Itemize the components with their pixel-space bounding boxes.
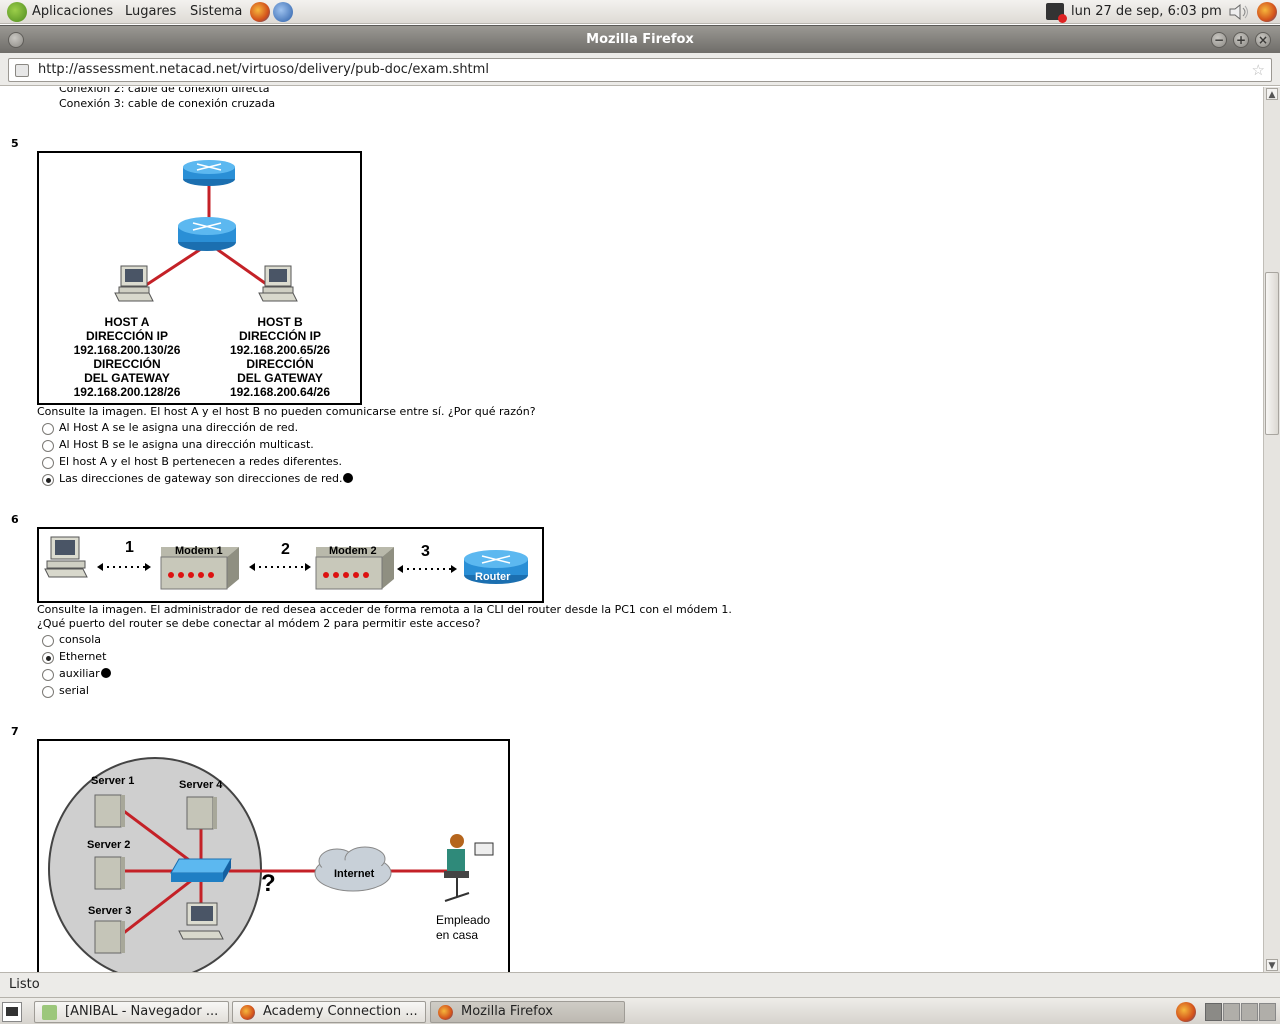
url-text[interactable]: http://assessment.netacad.net/virtuoso/d… <box>38 62 489 77</box>
home-user-icon <box>444 834 494 902</box>
status-bar: Listo <box>0 972 1280 997</box>
answer-radio[interactable] <box>42 440 54 452</box>
router-label: Router <box>475 571 511 583</box>
minimize-button[interactable]: − <box>1211 32 1227 48</box>
top-panel: Aplicaciones Lugares Sistema lun 27 de s… <box>0 0 1280 24</box>
modem-1-label: Modem 1 <box>175 545 223 557</box>
modem-2-label: Modem 2 <box>329 545 377 557</box>
question-prompt: Consulte la imagen. El administrador de … <box>37 603 732 616</box>
previous-answer-line: Conexión 3: cable de conexión cruzada <box>59 97 276 110</box>
firefox-icon <box>240 1005 255 1020</box>
modem-icon <box>315 547 394 590</box>
thunderbird-launcher-icon[interactable] <box>273 2 293 22</box>
previous-answer-line: Conexión 2: cable de conexión directa <box>59 87 270 95</box>
answer-option[interactable]: Al Host B se le asigna una dirección mul… <box>59 438 314 451</box>
server-label: Server 1 <box>91 775 135 787</box>
answer-radio[interactable] <box>42 652 54 664</box>
window-titlebar[interactable]: Mozilla Firefox − + × <box>0 25 1280 53</box>
pc-icon <box>114 265 154 302</box>
taskbar-item[interactable]: Mozilla Firefox <box>430 1001 625 1023</box>
modem-icon <box>160 547 239 590</box>
menu-places[interactable]: Lugares <box>125 4 177 19</box>
answer-option[interactable]: Ethernet <box>59 650 107 663</box>
router-icon <box>183 160 235 186</box>
pc-icon <box>258 265 298 302</box>
gnome-foot-icon[interactable] <box>7 2 27 22</box>
answer-radio[interactable] <box>42 669 54 681</box>
firefox-tray-icon[interactable] <box>1257 2 1277 22</box>
network-figure-q7: Server 1 Server 2 Server 3 Server 4 Inte… <box>37 739 510 972</box>
clock[interactable]: lun 27 de sep, 6:03 pm <box>1071 4 1222 19</box>
show-desktop-button[interactable] <box>2 1002 22 1022</box>
file-manager-icon <box>42 1005 57 1020</box>
answer-radio[interactable] <box>42 474 54 486</box>
answer-radio[interactable] <box>42 457 54 469</box>
correct-answer-marker <box>343 473 354 483</box>
server-label: Server 2 <box>87 839 131 851</box>
host-b-label: HOST B DIRECCIÓN IP 192.168.200.65/26 DI… <box>229 315 331 399</box>
bookmark-star-icon[interactable]: ☆ <box>1251 61 1265 79</box>
maximize-button[interactable]: + <box>1233 32 1249 48</box>
router-icon <box>178 217 236 251</box>
close-button[interactable]: × <box>1255 32 1271 48</box>
pc-icon <box>44 536 88 578</box>
scroll-down-arrow[interactable]: ▼ <box>1266 959 1278 971</box>
connection-label: 1 <box>125 539 134 556</box>
menu-system[interactable]: Sistema <box>190 4 243 19</box>
taskbar-item[interactable]: [ANIBAL - Navegador ... <box>34 1001 229 1023</box>
site-identity-icon[interactable] <box>15 64 29 77</box>
router-icon <box>464 550 528 584</box>
answer-radio[interactable] <box>42 423 54 435</box>
internet-cloud-icon <box>314 846 392 892</box>
network-figure-q6: 1 2 3 Modem 1 Modem 2 Router <box>37 527 544 603</box>
answer-option[interactable]: consola <box>59 633 102 646</box>
status-text: Listo <box>9 977 40 992</box>
switch-icon <box>170 858 232 882</box>
question-prompt: ¿Qué puerto del router se debe conectar … <box>37 617 481 630</box>
question-number: 6 <box>11 513 19 526</box>
firefox-launcher-icon[interactable] <box>250 2 270 22</box>
host-a-label: HOST A DIRECCIÓN IP 192.168.200.130/26 D… <box>73 315 181 399</box>
navigation-bar: http://assessment.netacad.net/virtuoso/d… <box>0 53 1280 86</box>
answer-option[interactable]: serial <box>59 684 89 697</box>
answer-radio[interactable] <box>42 686 54 698</box>
scroll-up-arrow[interactable]: ▲ <box>1266 88 1278 100</box>
taskbar-item[interactable]: Academy Connection ... <box>232 1001 426 1023</box>
window-title: Mozilla Firefox <box>586 32 694 47</box>
employee-label: Empleado <box>436 913 491 927</box>
menu-applications[interactable]: Aplicaciones <box>32 4 114 19</box>
firefox-tray-icon[interactable] <box>1176 1002 1196 1022</box>
workspace-switcher[interactable] <box>1205 1003 1277 1021</box>
page-content: Conexión 2: cable de conexión directa Co… <box>0 87 1263 972</box>
volume-icon[interactable] <box>1228 3 1250 21</box>
connection-label: 3 <box>421 543 430 560</box>
answer-option[interactable]: El host A y el host B pertenecen a redes… <box>59 455 343 468</box>
pc-icon <box>178 902 224 940</box>
url-bar[interactable]: http://assessment.netacad.net/virtuoso/d… <box>8 58 1272 82</box>
firefox-icon <box>438 1005 453 1020</box>
scroll-thumb[interactable] <box>1265 272 1279 435</box>
server-label: Server 4 <box>179 779 223 791</box>
internet-label: Internet <box>334 868 375 880</box>
answer-option[interactable]: Al Host A se le asigna una dirección de … <box>59 421 299 434</box>
answer-radio[interactable] <box>42 635 54 647</box>
question-number: 5 <box>11 137 19 150</box>
network-figure-q5: HOST A DIRECCIÓN IP 192.168.200.130/26 D… <box>37 151 362 405</box>
server-label: Server 3 <box>88 905 132 917</box>
question-number: 7 <box>11 725 19 738</box>
vertical-scrollbar[interactable]: ▲ ▼ <box>1263 87 1280 972</box>
taskbar: [ANIBAL - Navegador ... Academy Connecti… <box>0 997 1280 1024</box>
correct-answer-marker <box>100 668 111 678</box>
answer-option[interactable]: Las direcciones de gateway son direccion… <box>59 472 354 485</box>
printer-icon[interactable] <box>1046 3 1067 23</box>
connection-label: 2 <box>281 541 290 558</box>
question-prompt: Consulte la imagen. El host A y el host … <box>37 405 536 418</box>
answer-option[interactable]: auxiliar <box>59 667 111 680</box>
employee-label: en casa <box>436 928 479 942</box>
window-menu-button[interactable] <box>8 32 24 48</box>
question-mark-label: ? <box>261 870 276 897</box>
